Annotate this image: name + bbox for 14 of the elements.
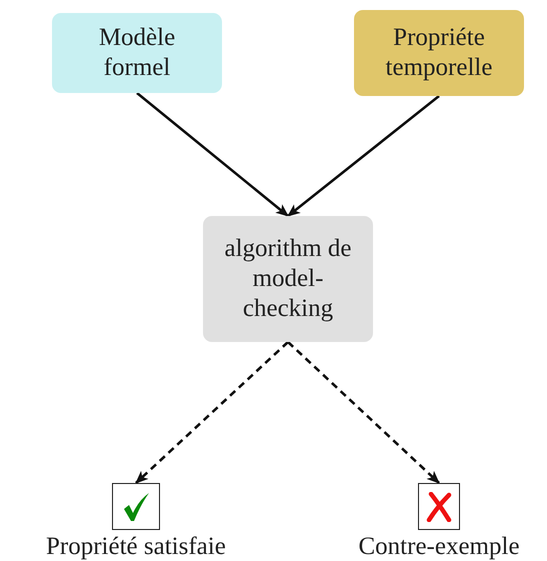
- arrow: [287, 341, 440, 484]
- result-label: Contre-exemple: [358, 532, 520, 561]
- result-label: Propriété satisfaie: [46, 532, 226, 561]
- result-box: [112, 483, 160, 530]
- arrow: [287, 94, 440, 218]
- arrow: [136, 92, 289, 217]
- property-box: [354, 10, 524, 96]
- model-box: [52, 13, 222, 93]
- node-label: algorithm de model-checking: [223, 234, 353, 324]
- arrow: [135, 341, 289, 484]
- result-box: [418, 483, 460, 530]
- node-label: Modèle formel: [98, 23, 176, 83]
- process-box: [203, 216, 373, 342]
- node-label: Propriéte temporelle: [384, 23, 494, 83]
